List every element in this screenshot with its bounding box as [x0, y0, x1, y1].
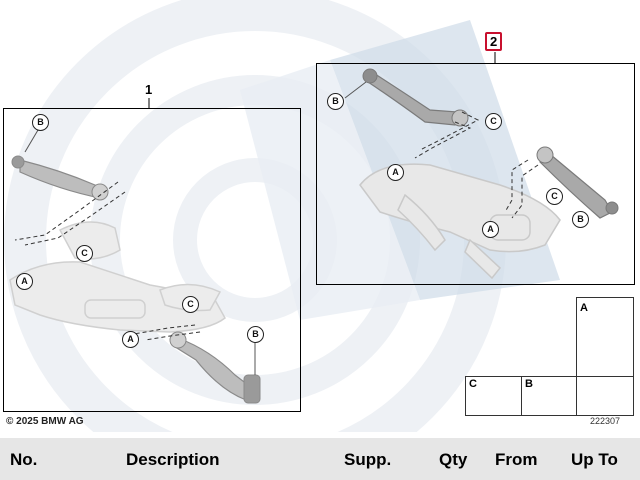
front-axle-panel	[3, 108, 301, 412]
parts-table-header: No. Description Supp. Qty From Up To	[0, 438, 640, 480]
diagram-artwork	[4, 0, 634, 432]
column-header-no[interactable]: No.	[10, 450, 38, 469]
legend-letter-b: B	[525, 378, 533, 390]
diagram-id: 222307	[590, 416, 621, 426]
legend-box-b	[521, 376, 578, 416]
legend-letter-a: A	[580, 302, 588, 314]
column-header-qty[interactable]: Qty	[439, 450, 468, 469]
marker-b: B	[572, 211, 589, 228]
rear-axle-panel	[316, 63, 635, 285]
front-control-arm-lower	[169, 331, 261, 404]
marker-c: C	[76, 245, 93, 262]
legend-letter-c: C	[469, 378, 477, 390]
legend-box-a	[576, 297, 634, 377]
rear-control-arm-upper	[344, 68, 469, 127]
legend-box-c	[465, 376, 523, 416]
column-header-from[interactable]: From	[495, 450, 538, 469]
marker-a: A	[16, 273, 33, 290]
column-header-description[interactable]: Description	[126, 450, 220, 469]
copyright-text: © 2025 BMW AG	[6, 416, 84, 427]
marker-b: B	[32, 114, 49, 131]
marker-a: A	[482, 221, 499, 238]
column-header-supp[interactable]: Supp.	[344, 450, 392, 469]
part-callout-1[interactable]: 1	[145, 82, 153, 97]
parts-diagram: 1 2 B C A C A B B C A C B A A C B © 2025…	[3, 0, 635, 432]
marker-c: C	[182, 296, 199, 313]
part-callout-2[interactable]: 2	[485, 32, 503, 51]
rear-leader-lines	[414, 111, 539, 219]
rear-control-arm-lower	[536, 146, 619, 219]
marker-c: C	[485, 113, 502, 130]
front-control-arm-upper	[11, 129, 109, 201]
marker-a: A	[122, 331, 139, 348]
marker-b: B	[247, 326, 264, 343]
legend-box-arrow	[576, 376, 634, 416]
marker-a: A	[387, 164, 404, 181]
marker-c: C	[546, 188, 563, 205]
rear-axle-carrier	[359, 163, 561, 280]
column-header-up-to[interactable]: Up To	[571, 450, 618, 469]
marker-b: B	[327, 93, 344, 110]
